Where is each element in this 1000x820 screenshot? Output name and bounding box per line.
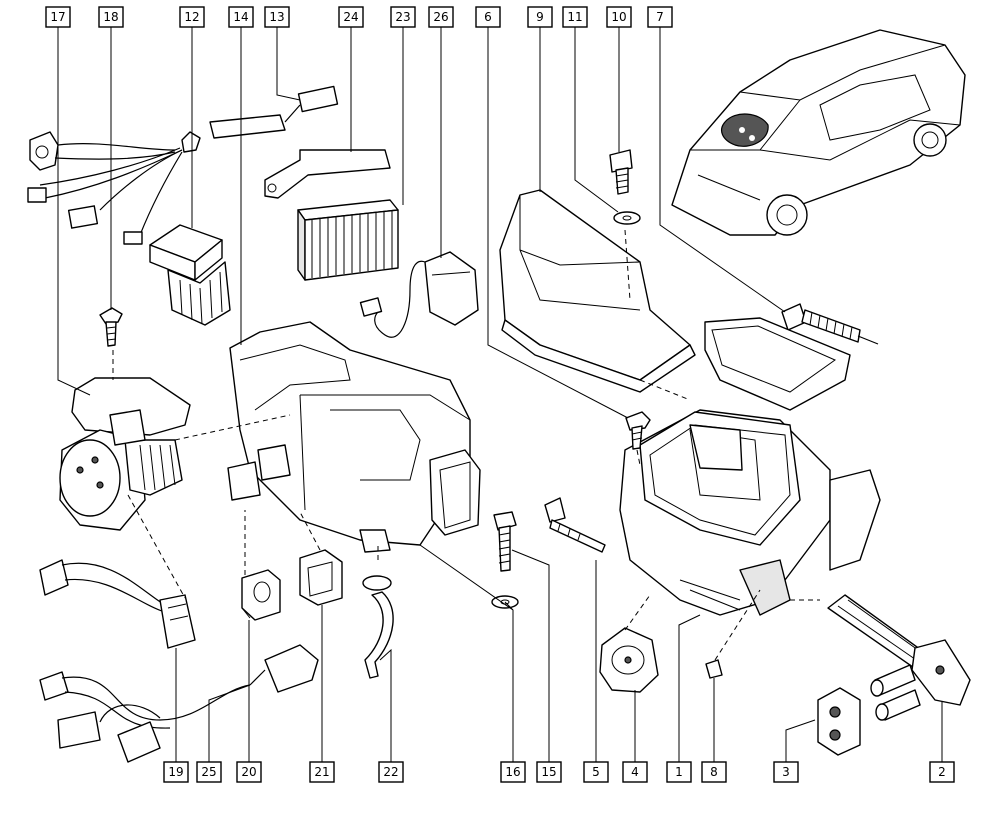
label-14: 14	[228, 6, 254, 28]
part-16-bolt	[491, 511, 519, 609]
label-17: 17	[45, 6, 71, 28]
part-26-sensor	[359, 251, 479, 338]
vehicle-illustration	[671, 29, 966, 236]
part-23-filter	[297, 199, 399, 281]
label-20-text: 20	[241, 765, 256, 779]
part-14-housing	[227, 321, 481, 553]
part-7-sensor	[781, 303, 879, 345]
part-6-screw	[625, 411, 651, 450]
label-22: 22	[378, 761, 404, 783]
label-25-text: 25	[201, 765, 216, 779]
label-24: 24	[338, 6, 364, 28]
assembly-lines	[112, 229, 820, 661]
label-18: 18	[98, 6, 124, 28]
label-8: 8	[701, 761, 727, 783]
label-21-text: 21	[314, 765, 329, 779]
part-25-harness	[39, 644, 319, 763]
leader-lines	[57, 27, 943, 762]
label-19: 19	[163, 761, 189, 783]
label-8-text: 8	[710, 765, 718, 779]
label-6: 6	[475, 6, 501, 28]
label-1: 1	[666, 761, 692, 783]
label-18-text: 18	[103, 10, 118, 24]
part-5-sensor	[544, 497, 606, 553]
label-3: 3	[773, 761, 799, 783]
label-13: 13	[264, 6, 290, 28]
label-24-text: 24	[343, 10, 358, 24]
part-18-screw	[99, 307, 123, 347]
label-10-text: 10	[611, 10, 626, 24]
label-6-text: 6	[484, 10, 492, 24]
part-22-drain	[362, 575, 394, 679]
part-2-pipes	[827, 594, 971, 721]
label-10: 10	[606, 6, 632, 28]
label-5-text: 5	[592, 765, 600, 779]
label-26: 26	[428, 6, 454, 28]
label-17-text: 17	[50, 10, 65, 24]
label-20: 20	[236, 761, 262, 783]
label-1-text: 1	[675, 765, 683, 779]
label-7: 7	[647, 6, 673, 28]
label-9: 9	[527, 6, 553, 28]
label-12-text: 12	[184, 10, 199, 24]
part-11-washer	[613, 211, 641, 225]
part-1-heater-unit	[619, 317, 881, 616]
label-25: 25	[196, 761, 222, 783]
part-17-connector	[29, 131, 176, 171]
label-7-text: 7	[656, 10, 664, 24]
part-19-harness	[39, 559, 196, 649]
blower-motor	[59, 377, 191, 531]
label-15: 15	[536, 761, 562, 783]
part-9-duct	[499, 189, 696, 393]
label-15-text: 15	[541, 765, 556, 779]
label-12: 12	[179, 6, 205, 28]
label-14-text: 14	[233, 10, 248, 24]
label-4: 4	[622, 761, 648, 783]
part-12-resistor	[149, 224, 231, 326]
part-10-screw	[609, 149, 633, 195]
label-21: 21	[309, 761, 335, 783]
part-24-bracket	[264, 149, 391, 199]
label-4-text: 4	[631, 765, 639, 779]
label-13-text: 13	[269, 10, 284, 24]
part-3-grommet	[817, 687, 861, 756]
label-2: 2	[929, 761, 955, 783]
part-4-actuator	[599, 627, 659, 693]
label-16-text: 16	[505, 765, 520, 779]
part-13-harness	[27, 85, 339, 245]
label-11-text: 11	[567, 10, 582, 24]
callout-labels: 17 18 12 14 13 24 23 26 6 9 11 10 7 19 2…	[45, 6, 955, 783]
label-5: 5	[583, 761, 609, 783]
label-11: 11	[562, 6, 588, 28]
part-20-switch	[241, 569, 281, 621]
part-21-relay	[299, 549, 343, 606]
part-8-clip	[705, 659, 723, 679]
label-2-text: 2	[938, 765, 946, 779]
label-19-text: 19	[168, 765, 183, 779]
label-9-text: 9	[536, 10, 544, 24]
label-23-text: 23	[395, 10, 410, 24]
label-26-text: 26	[433, 10, 448, 24]
label-16: 16	[500, 761, 526, 783]
label-22-text: 22	[383, 765, 398, 779]
label-3-text: 3	[782, 765, 790, 779]
label-23: 23	[390, 6, 416, 28]
